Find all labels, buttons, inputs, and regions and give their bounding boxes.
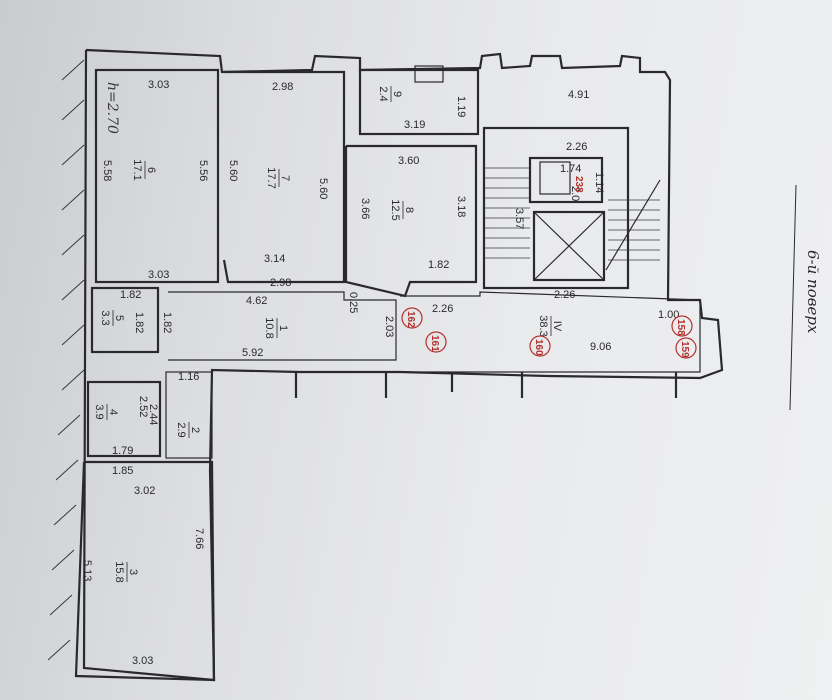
dim-label: 1.82 (120, 289, 141, 301)
dim-label: 5.56 (197, 160, 209, 181)
dimension-labels: 3.03 2.98 4.91 3.19 3.60 2.26 1.74 3.14 … (81, 79, 679, 667)
dim-label: 1.79 (112, 445, 133, 457)
room-2-number: 2 (189, 427, 201, 433)
marker-160: 160 (533, 339, 544, 356)
room-7-number: 7 (279, 175, 291, 181)
dim-label: 0.25 (347, 292, 359, 313)
room-3-area: 15.8 (113, 561, 125, 582)
dim-label: 1.85 (112, 465, 133, 477)
dim-label: 5.92 (242, 347, 263, 359)
room-3-outline (74, 460, 216, 682)
dim-label: 1.82 (428, 259, 449, 271)
room-2-outline (165, 371, 213, 459)
room-9-outline (358, 68, 480, 136)
unit-markers: 158 159 160 161 162 (401, 307, 697, 359)
dim-label: 3.14 (264, 253, 285, 265)
floor-label: 6-й поверх (804, 250, 822, 334)
room-IV-number: IV (551, 321, 563, 332)
room-IV-area: 38.3 (537, 315, 549, 336)
room-5-outline (90, 286, 160, 354)
floor-label-group: 6-й поверх (789, 184, 822, 411)
dim-label: 3.18 (455, 196, 467, 217)
dim-label: 5.60 (227, 160, 239, 181)
dim-label: 2.0 (569, 186, 581, 201)
room-5-number: 5 (113, 315, 125, 321)
room-4-number: 4 (107, 409, 119, 415)
dim-label: 3.57 (513, 208, 525, 229)
dim-label: 2.44 (147, 404, 159, 425)
dim-label: 3.60 (398, 155, 419, 167)
room-5-area: 3.3 (99, 310, 111, 325)
door-jambs (294, 372, 678, 398)
dim-label: 3.03 (132, 655, 153, 667)
room-1-outline (168, 291, 397, 361)
dim-label: 1.16 (178, 371, 199, 383)
room-3-number: 3 (127, 569, 139, 575)
room-labels: 6 17.1 7 17.7 8 12.5 9 2.4 5 3.3 1 10.8 (93, 86, 563, 583)
dim-label: 2.52 (137, 396, 149, 417)
marker-162: 162 (405, 311, 416, 328)
stairwell (482, 126, 661, 290)
room-9-area: 2.4 (377, 86, 389, 101)
room-4-area: 3.9 (93, 404, 105, 419)
dim-label: 2.26 (554, 289, 575, 301)
room-4-outline (86, 380, 162, 458)
room-9-number: 9 (391, 91, 403, 97)
room-9-fixture (414, 65, 444, 83)
room-6-area: 17.1 (131, 159, 143, 180)
dim-label: 4.62 (246, 295, 267, 307)
marker-158: 158 (675, 319, 686, 336)
room-6-number: 6 (145, 167, 157, 173)
room-1-number: 1 (277, 325, 289, 331)
room-1-area: 10.8 (263, 317, 275, 338)
dim-label: 3.03 (148, 269, 169, 281)
dim-label: 2.26 (432, 303, 453, 315)
dim-label: 1.74 (560, 163, 581, 175)
room-8-area: 12.5 (389, 199, 401, 220)
stair-mark: 238 (573, 176, 584, 193)
room-7-area: 17.7 (265, 167, 277, 188)
dim-label: 1.14 (593, 172, 605, 193)
room-7-outline (222, 70, 346, 284)
dim-label: 3.03 (148, 79, 169, 91)
dim-label: 1.00 (658, 309, 679, 321)
room-6-outline (94, 68, 220, 284)
dim-label: 1.82 (133, 312, 145, 333)
dim-label: 3.66 (359, 198, 371, 219)
room-8-number: 8 (403, 207, 415, 213)
dim-label: 7.66 (193, 528, 205, 549)
dim-label: 5.13 (81, 560, 93, 581)
dim-label: 1.82 (161, 312, 173, 333)
dim-label: 2.03 (383, 316, 395, 337)
dim-label: 5.60 (317, 178, 329, 199)
room-8-outline (344, 144, 478, 298)
dim-label: 4.91 (568, 89, 589, 101)
dim-label: 1.19 (455, 96, 467, 117)
room-2-area: 2.9 (175, 422, 187, 437)
marker-159: 159 (679, 341, 690, 358)
dim-label: 3.19 (404, 119, 425, 131)
dim-label: 5.58 (101, 160, 113, 181)
dim-label: 2.98 (270, 277, 291, 289)
dim-label: 9.06 (590, 341, 611, 353)
dim-label: 2.98 (272, 81, 293, 93)
dim-label: 3.02 (134, 485, 155, 497)
room-IV-outline (400, 291, 701, 373)
outer-walls (82, 48, 724, 682)
height-note: h=2.70 (104, 82, 120, 134)
marker-161: 161 (429, 335, 440, 352)
left-wall-hatching (47, 59, 85, 661)
dim-label: 2.26 (566, 141, 587, 153)
